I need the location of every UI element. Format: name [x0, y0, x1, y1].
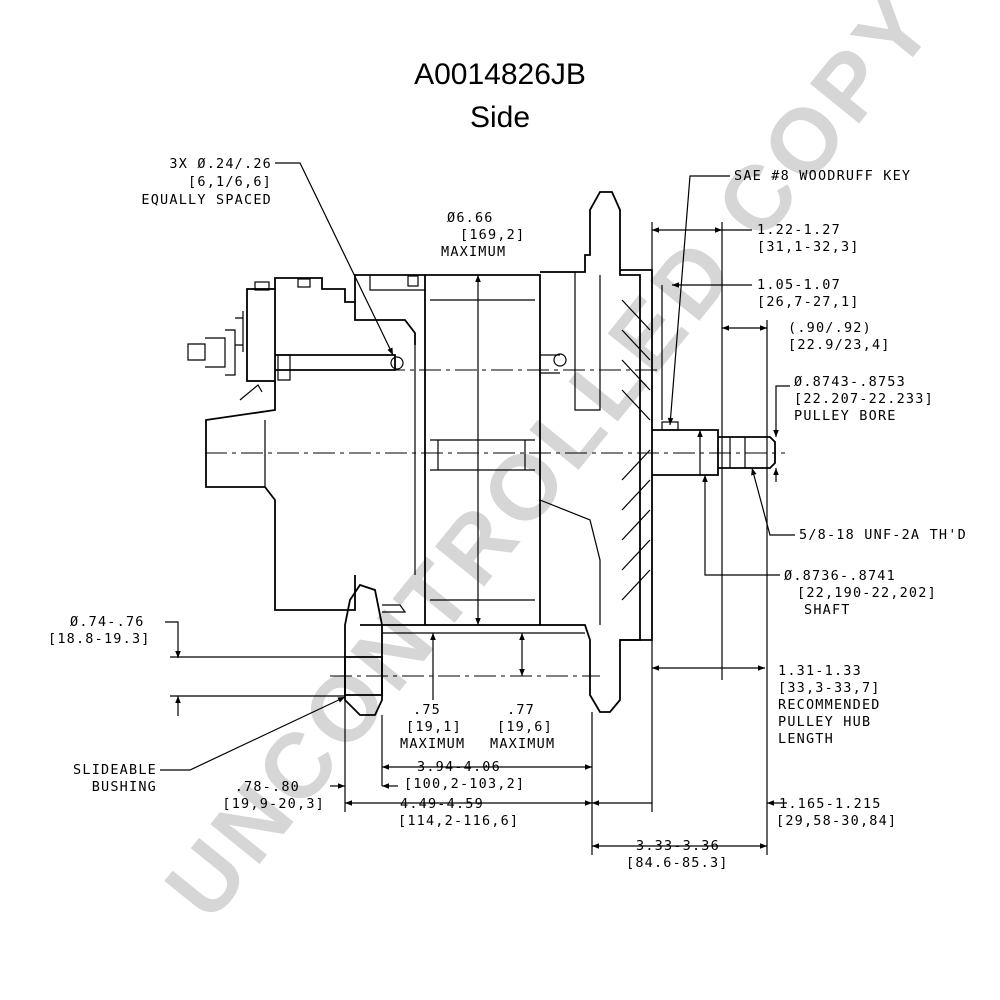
dim-078-metric: [19,9-20,3] [222, 796, 325, 812]
housing-ribs [430, 299, 535, 601]
vent-edges [437, 440, 526, 470]
bushing-dia-value: Ø.74-.76 [70, 614, 145, 630]
bore-note: PULLEY BORE [794, 408, 897, 424]
view-label: Side [469, 101, 531, 134]
dim-077-note: MAXIMUM [490, 736, 555, 752]
shaft-leader [702, 475, 780, 576]
terminal-insulator [225, 329, 236, 376]
hub-note-3: LENGTH [778, 731, 834, 747]
fan-blades [621, 299, 651, 601]
bushing-leader [160, 696, 346, 771]
dim-333-value: 3.33-3.36 [636, 838, 720, 854]
dim-078-value: .78-.80 [235, 779, 300, 795]
shaft-note: SHAFT [804, 602, 851, 618]
key-label: SAE #8 WOODRUFF KEY [734, 168, 911, 184]
hub-note-2: PULLEY HUB [778, 714, 871, 730]
thread-leader [751, 467, 795, 536]
wire-clip [239, 384, 263, 401]
stud-plate [235, 311, 244, 352]
dim-075-note: MAXIMUM [400, 736, 465, 752]
bushing-label-1: SLIDEABLE [73, 762, 157, 778]
holes-qty: 3X Ø.24/.26 [169, 156, 272, 172]
terminal-block [246, 288, 276, 382]
dia-666-metric: [169,2] [460, 227, 525, 243]
bore-value: Ø.8743-.8753 [794, 374, 906, 390]
stator-flange [369, 275, 425, 291]
terminal-nut [187, 343, 206, 361]
alternator-outline [187, 191, 776, 716]
holes-leader [275, 162, 394, 356]
shaft-metric: [22,190-22,202] [797, 585, 937, 601]
dim-449-metric: [114,2-116,6] [398, 813, 519, 829]
dim-1165-metric: [29,58-30,84] [776, 813, 897, 829]
dim-105-metric: [26,7-27,1] [757, 294, 860, 310]
terminal-screw [277, 354, 291, 381]
mount-foot-pad [382, 604, 407, 613]
drawing-title: A0014826JB [414, 58, 586, 91]
terminal-washer [205, 337, 226, 368]
dim-077-value: .77 [507, 702, 535, 718]
mount-hole [553, 353, 567, 367]
bolt-hole [390, 356, 404, 370]
key-leader [667, 175, 730, 426]
shaft-value: Ø.8736-.8741 [784, 568, 896, 584]
regulator-outline [274, 277, 416, 345]
regulator-tab [297, 278, 311, 288]
bushing-dia-metric: [18.8-19.3] [48, 631, 151, 647]
dia-666-value: Ø6.66 [447, 210, 494, 226]
dim-333-metric: [84.6-85.3] [626, 855, 729, 871]
dim-077-metric: [19,6] [497, 719, 553, 735]
dim-394-metric: [100,2-103,2] [404, 776, 525, 792]
bore-upper [773, 385, 790, 437]
centerlines [205, 369, 785, 677]
housing-vents [430, 439, 535, 471]
dim-449-value: 4.49-4.59 [400, 796, 484, 812]
bushing-dia-upper [165, 621, 181, 658]
bushing-label-2: BUSHING [92, 779, 157, 795]
hub-note-1: RECOMMENDED [778, 697, 881, 713]
dimension-labels: 3X Ø.24/.26 [6,1/6,6] EQUALLY SPACED Ø6.… [48, 156, 967, 871]
fan-outline [620, 269, 653, 641]
drive-end-housing [540, 191, 641, 713]
holes-note: EQUALLY SPACED [141, 192, 272, 208]
hub-value: 1.31-1.33 [778, 663, 862, 679]
dim-075-metric: [19,1] [406, 719, 462, 735]
dim-105-value: 1.05-1.07 [757, 277, 841, 293]
drive-end-rib [539, 499, 601, 625]
dimension-lines [160, 162, 795, 855]
drive-end-web [540, 271, 601, 411]
dim-075-value: .75 [413, 702, 441, 718]
dim-1165-value: 1.165-1.215 [779, 796, 882, 812]
stator-lug [407, 275, 419, 287]
rear-housing [205, 381, 356, 611]
dim-090-metric: [22.9/23,4] [788, 337, 891, 353]
thread-label: 5/8-18 UNF-2A TH'D [799, 527, 967, 543]
hub-metric: [33,3-33,7] [778, 680, 881, 696]
dia-666-note: MAXIMUM [441, 244, 506, 260]
through-bolt-head [275, 354, 396, 371]
dim-122-value: 1.22-1.27 [757, 222, 841, 238]
dim-090-value: (.90/.92) [788, 320, 872, 336]
dim-394-value: 3.94-4.06 [417, 759, 501, 775]
terminal-cap [254, 281, 270, 291]
bore-metric: [22.207-22.233] [794, 391, 934, 407]
mount-foot [382, 624, 585, 634]
dim-122-metric: [31,1-32,3] [757, 239, 860, 255]
holes-metric: [6,1/6,6] [188, 174, 272, 190]
